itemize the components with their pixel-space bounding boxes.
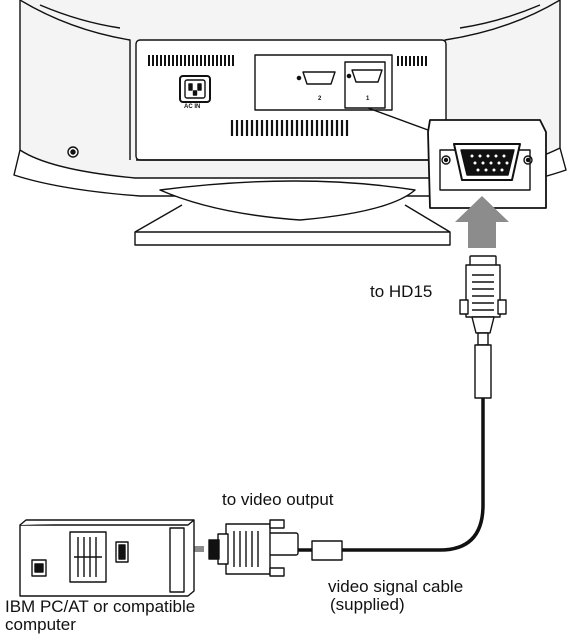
- monitor-stand: [135, 181, 450, 245]
- to-video-output-label: to video output: [222, 490, 334, 509]
- to-hd15-label: to HD15: [370, 282, 432, 301]
- hd15-plug-top: [460, 256, 506, 398]
- hd15-plug-bottom: [209, 520, 298, 576]
- computer-label: IBM PC/AT or compatible: [5, 597, 195, 616]
- computer-label-line2: computer: [5, 615, 76, 634]
- ac-in-label: AC IN: [184, 104, 200, 110]
- video-cable-supplied-label: (supplied): [330, 595, 405, 614]
- computer-rear-view: [20, 520, 194, 596]
- hd15-port-closeup: [428, 120, 546, 208]
- ac-in-socket: [180, 76, 210, 102]
- video-signal-cable: [342, 398, 483, 550]
- port-1-label: 1: [366, 96, 369, 102]
- ferrite-core: [298, 541, 342, 560]
- port-2-label: 2: [318, 96, 321, 102]
- video-cable-label: video signal cable: [328, 577, 463, 596]
